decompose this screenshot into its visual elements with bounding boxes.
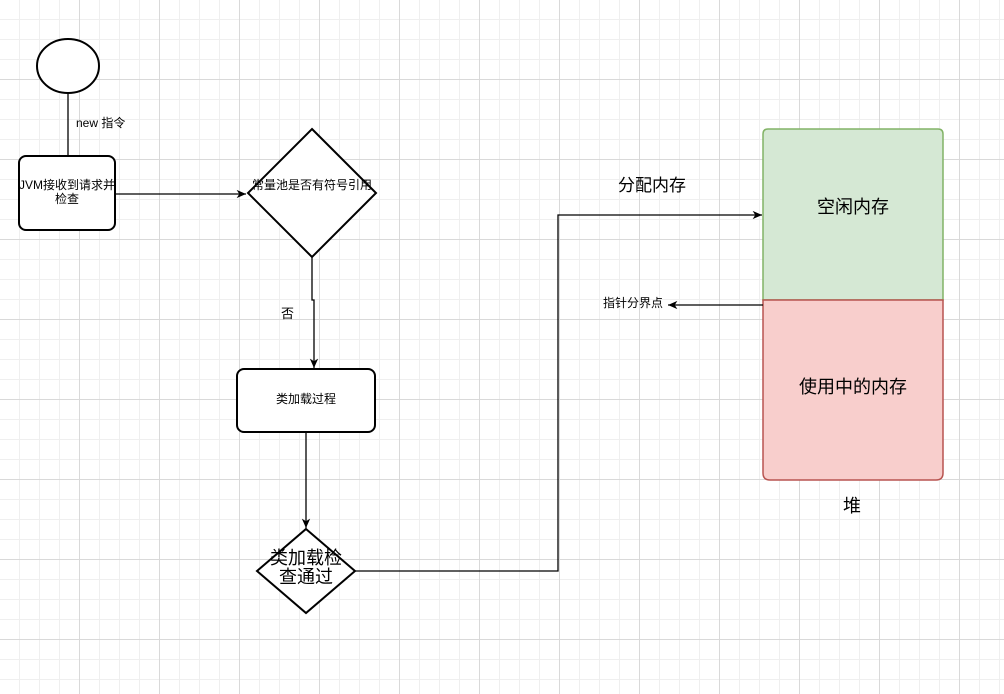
edge-label-alloc: 分配内存 [618, 176, 686, 195]
decision-check-pass[interactable] [255, 527, 357, 615]
edge-decision-to-classload [309, 257, 319, 368]
decision-symbol-label: 常量池是否有符号引用 [251, 178, 372, 192]
edge-label-no: 否 [281, 306, 295, 321]
start-node[interactable] [36, 38, 100, 94]
jvm-box-label: JVM接收到请求并检查 [19, 178, 116, 206]
heap-caption: 堆 [843, 496, 861, 516]
class-load-label: 类加载过程 [275, 392, 336, 406]
edge-label-new: new 指令 [76, 116, 126, 130]
heap-used-block[interactable] [762, 299, 944, 481]
edge-check-to-heap [355, 210, 762, 572]
heap-used-label: 使用中的内存 [799, 377, 907, 397]
decision-pass-label: 类加载检查通过 [270, 548, 342, 587]
jvm-receive-box[interactable] [18, 155, 116, 231]
decision-symbol-ref[interactable] [246, 127, 378, 259]
heap-free-label: 空闲内存 [817, 197, 889, 217]
pointer-boundary-label: 指针分界点 [603, 296, 664, 310]
heap-free-block[interactable] [762, 128, 944, 301]
